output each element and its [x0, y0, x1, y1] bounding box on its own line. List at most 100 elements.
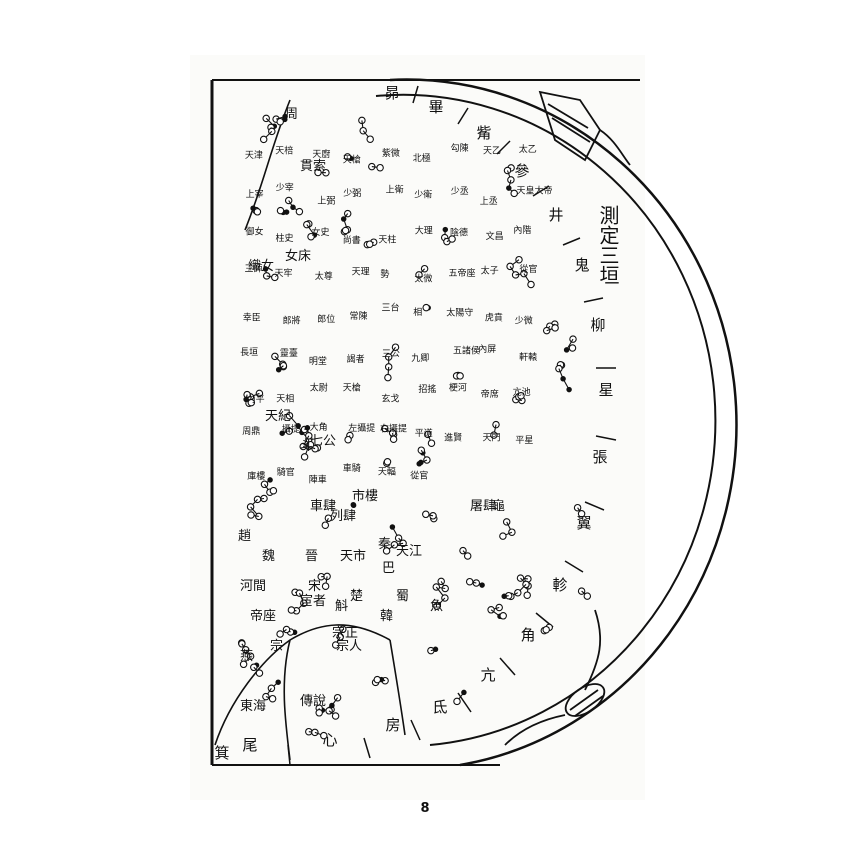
- constellation-label: 周鼎: [242, 426, 260, 437]
- star-group: [381, 424, 398, 443]
- region-label: 趙: [238, 528, 251, 544]
- constellation-label: 天理: [352, 267, 370, 278]
- star: [373, 675, 382, 684]
- star: [350, 502, 357, 509]
- ornament-top-right: [538, 90, 631, 166]
- star: [239, 660, 248, 669]
- ring-mansion-label: 鬼: [574, 256, 589, 274]
- star: [287, 606, 296, 614]
- star: [566, 386, 572, 393]
- constellation-label: 陰德: [450, 227, 468, 239]
- constellation-label: 少宰: [276, 182, 294, 194]
- constellation-label: 攝提: [282, 423, 300, 435]
- constellation-label: 招搖: [418, 383, 436, 395]
- star: [285, 427, 293, 435]
- constellation-label: 常陳: [350, 310, 368, 322]
- region-label: 斛: [335, 599, 348, 614]
- star: [366, 135, 374, 143]
- star-group: [453, 689, 467, 706]
- star-group: [459, 546, 472, 560]
- constellation-label: 內屏: [478, 344, 496, 355]
- region-label: 龜: [492, 499, 505, 514]
- star: [583, 592, 592, 600]
- star: [506, 262, 514, 271]
- constellation-label: 平道: [415, 427, 433, 439]
- star: [376, 163, 384, 172]
- constellation-label: 天槍: [343, 381, 361, 393]
- constellation-label: 虎賁: [485, 311, 503, 323]
- region-labels: 趙魏周晉韓楚秦巴蜀燕東海宋河間帝座宦者斗斛列肆車肆市樓屠肆宗正宗人宗傳說魚龜天江…: [238, 107, 505, 714]
- star-group: [503, 164, 518, 198]
- constellation-label: 郎位: [317, 313, 335, 325]
- star-group: [243, 389, 264, 407]
- star-group: [340, 209, 352, 236]
- region-label: 燕: [240, 649, 253, 664]
- star: [276, 117, 284, 126]
- star: [527, 280, 535, 289]
- constellation-label: 少衛: [414, 189, 432, 201]
- star: [271, 273, 279, 282]
- book-page-scan: [190, 55, 645, 800]
- ring-mansion-label: 翼: [576, 514, 591, 532]
- region-label: 斗: [300, 439, 313, 454]
- star-group: [487, 603, 507, 620]
- star-group: [299, 425, 315, 451]
- constellation-label: 明堂: [309, 355, 327, 367]
- ring-mansion-label: 觜: [476, 124, 491, 142]
- star: [499, 532, 507, 540]
- constellation-label: 尚書: [343, 234, 361, 246]
- constellation-label: 天皇大帝: [517, 184, 553, 196]
- region-label: 韓: [380, 609, 393, 624]
- ring-mansion-label: 心: [322, 731, 337, 749]
- inner-constellation-labels: 天津天棓天廚天槍紫微北極勾陳天乙太乙上宰少宰上弼少弼上衛少衛少丞上丞天皇大帝御女…: [240, 142, 552, 485]
- region-label: 列肆: [330, 509, 356, 524]
- star: [343, 153, 352, 161]
- star-group: [271, 352, 288, 373]
- constellation-label: 勾陳: [451, 142, 469, 154]
- star-group: [287, 588, 308, 615]
- star-group: [250, 205, 262, 216]
- region-label: 河間: [240, 579, 266, 594]
- star-group: [499, 518, 516, 540]
- region-label: 帝座: [250, 608, 276, 624]
- constellation-label: 太乙: [519, 143, 537, 155]
- star-group: [358, 116, 374, 143]
- star-group: [384, 343, 400, 382]
- star: [432, 646, 439, 653]
- star: [295, 207, 304, 216]
- constellation-label: 三公: [382, 349, 400, 360]
- star-group: [371, 675, 389, 687]
- star: [568, 344, 577, 352]
- star: [422, 510, 430, 519]
- constellation-label: 御女: [246, 226, 264, 238]
- ring-mansion-label: 井: [548, 206, 563, 224]
- region-label: 周: [285, 107, 298, 122]
- star-group: [424, 430, 436, 447]
- region-label: 傳說: [300, 693, 326, 709]
- region-label: 楚: [350, 589, 363, 604]
- constellation-label: 天乙: [483, 145, 501, 156]
- star: [276, 630, 284, 638]
- star: [307, 232, 315, 241]
- ornament-bottom-right: [504, 609, 606, 746]
- constellation-label: 五帝座: [449, 267, 476, 279]
- constellation-label: 天牢: [275, 267, 293, 279]
- star-group: [344, 431, 354, 444]
- constellation-label: 少微: [515, 314, 533, 326]
- page-number: 8: [420, 801, 430, 816]
- star-group: [272, 113, 288, 126]
- star: [415, 271, 423, 279]
- constellation-label: 玄戈: [381, 393, 399, 405]
- star: [448, 235, 456, 243]
- star-group: [305, 727, 328, 740]
- constellation-label: 天相: [276, 393, 294, 405]
- star: [341, 226, 350, 235]
- constellation-label: 上衛: [386, 184, 404, 196]
- constellation-label: 太子: [481, 264, 499, 276]
- star: [268, 694, 277, 703]
- star: [422, 303, 430, 312]
- star-group: [465, 577, 485, 588]
- constellation-label: 從官: [519, 263, 537, 275]
- star-group: [250, 662, 264, 677]
